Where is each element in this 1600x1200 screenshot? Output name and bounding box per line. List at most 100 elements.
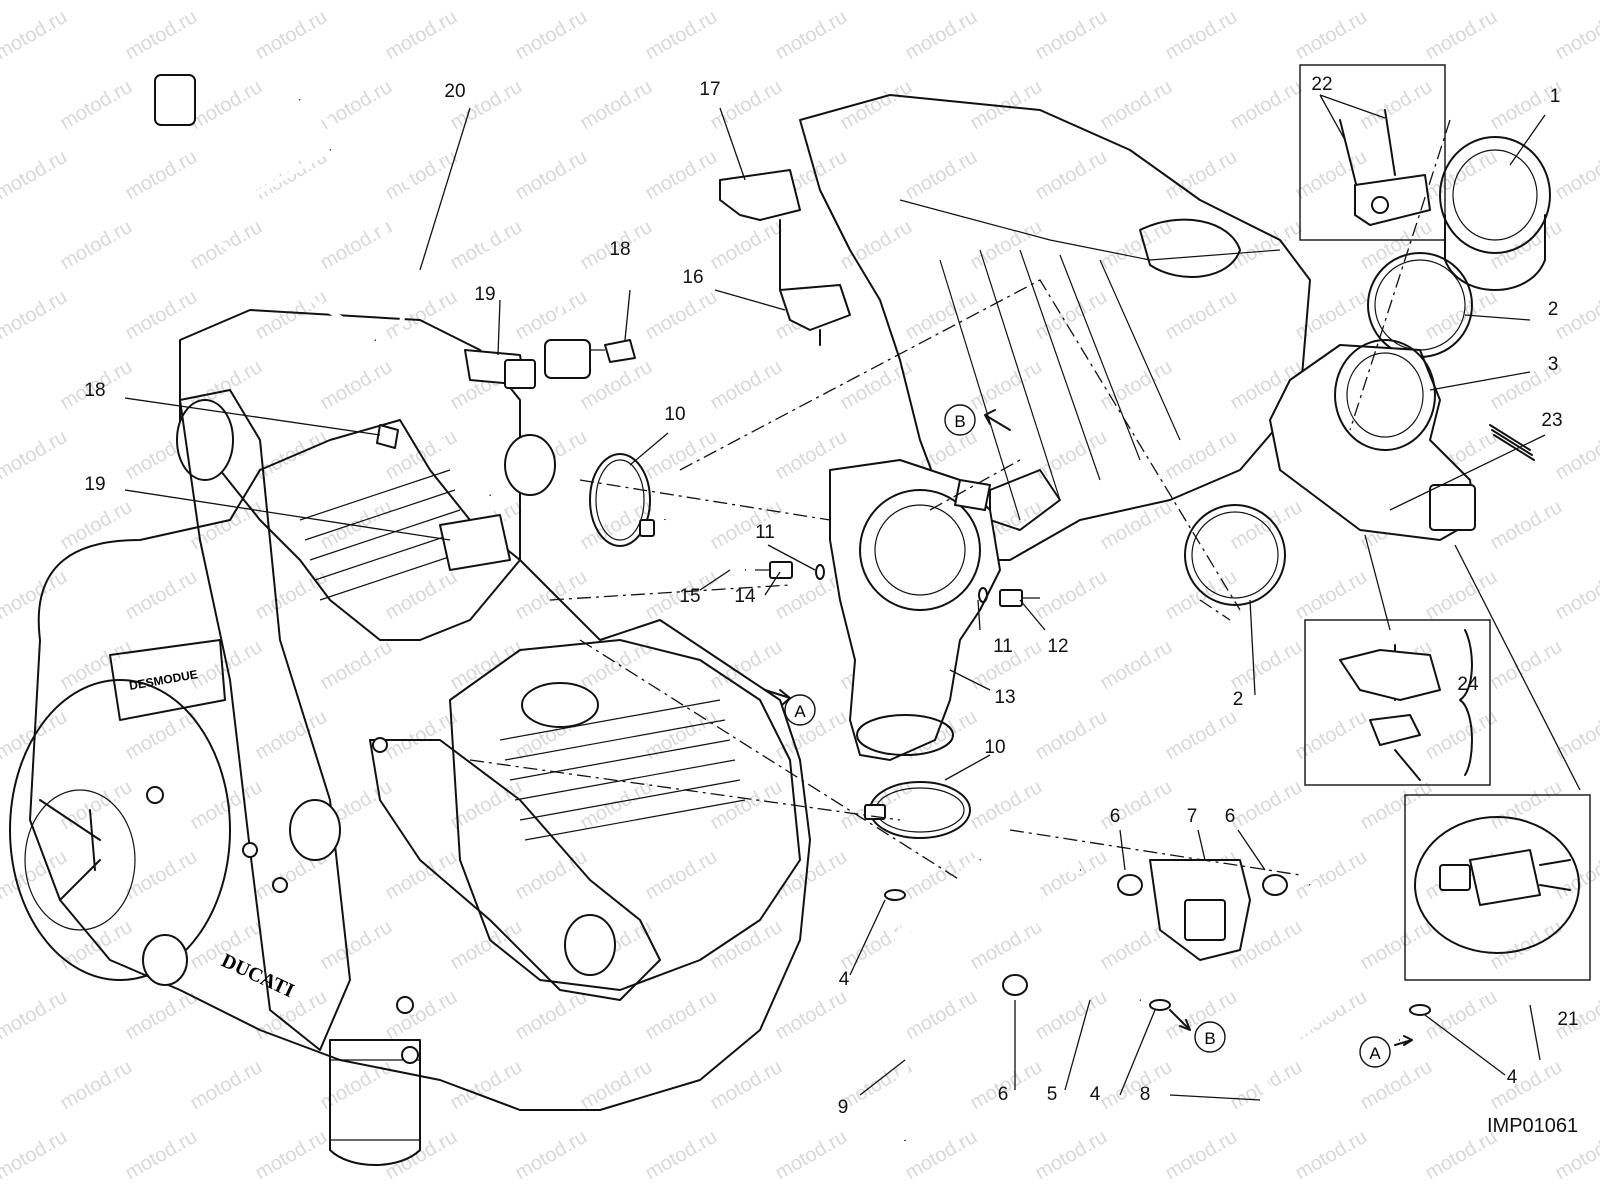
watermark-text: motod.ru bbox=[1292, 846, 1371, 905]
watermark-text: motod.ru bbox=[252, 1126, 331, 1185]
watermark-text: motod.ru bbox=[1422, 6, 1501, 65]
intake-manifold-13 bbox=[829, 459, 1001, 761]
watermark-text: motod.ru bbox=[317, 356, 396, 415]
callout-19-a: 19 bbox=[474, 284, 495, 305]
watermark-text: motod.ru bbox=[642, 286, 721, 345]
screw-upper bbox=[590, 339, 636, 363]
watermark-text: motod.ru bbox=[447, 636, 526, 695]
watermark-text: motod.ru bbox=[122, 146, 201, 205]
engine-plate-logo: DESMODUE bbox=[128, 667, 199, 693]
watermark-text: motod.ru bbox=[1162, 706, 1241, 765]
watermark-text: motod.ru bbox=[0, 986, 71, 1045]
watermark-text: motod.ru bbox=[252, 566, 331, 625]
watermark-text: motod.ru bbox=[512, 1126, 591, 1185]
callout-23: 23 bbox=[1541, 410, 1562, 431]
drawing-code: IMP01061 bbox=[1487, 1115, 1578, 1137]
watermark-text: motod.ru bbox=[642, 6, 721, 65]
watermark-text: motod.ru bbox=[1097, 76, 1176, 135]
watermark-text: motod.ru bbox=[382, 566, 461, 625]
watermark-text: motod.ru bbox=[382, 706, 461, 765]
watermark-text: motod.ru bbox=[0, 6, 71, 65]
injector-lower bbox=[439, 514, 511, 571]
watermark-text: motod.ru bbox=[187, 1056, 266, 1115]
watermark-text: motod.ru bbox=[1357, 916, 1436, 975]
watermark-text: motod.ru bbox=[1097, 1056, 1176, 1115]
watermark-text: motod.ru bbox=[512, 146, 591, 205]
watermark-text: motod.ru bbox=[382, 846, 461, 905]
callout-2-a: 2 bbox=[1548, 299, 1559, 320]
callout-24: 24 bbox=[1457, 674, 1479, 695]
callout-5: 5 bbox=[1047, 1084, 1058, 1105]
watermark-text: motod.ru bbox=[512, 846, 591, 905]
callout-13: 13 bbox=[994, 687, 1015, 708]
inset-box-21 bbox=[1404, 794, 1591, 981]
watermark-text: motod.ru bbox=[1162, 6, 1241, 65]
callout-12: 12 bbox=[1047, 636, 1068, 657]
watermark-text: motod.ru bbox=[1097, 356, 1176, 415]
watermark-text: motod.ru bbox=[1097, 776, 1176, 835]
watermark-text: motod.ru bbox=[1487, 776, 1566, 835]
sensor-12 bbox=[999, 589, 1040, 607]
watermark-text: motod.ru bbox=[512, 986, 591, 1045]
watermark-text: motod.ru bbox=[1162, 566, 1241, 625]
watermark-text: motod.ru bbox=[1162, 146, 1241, 205]
intake-funnel-1 bbox=[1439, 136, 1551, 291]
watermark-text: motod.ru bbox=[0, 1126, 71, 1185]
watermark-text: motod.ru bbox=[1032, 6, 1111, 65]
watermark-text: motod.ru bbox=[1487, 496, 1566, 555]
watermark-text: motod.ru bbox=[1357, 76, 1436, 135]
watermark-text: motod.ru bbox=[317, 916, 396, 975]
watermark-text: motod.ru bbox=[57, 76, 136, 135]
assembly-dash-lines bbox=[469, 119, 1451, 881]
callout-20: 20 bbox=[444, 81, 465, 102]
callout-3: 3 bbox=[1548, 354, 1559, 375]
connector-marker-a-1: A bbox=[794, 702, 806, 721]
watermark-text: motod.ru bbox=[1292, 6, 1371, 65]
spring-clips-4 bbox=[884, 889, 1431, 1016]
callout-9: 9 bbox=[838, 1097, 849, 1118]
watermark-text: motod.ru bbox=[382, 986, 461, 1045]
ducati-logo: DUCATI bbox=[218, 950, 298, 1003]
watermark-text: motod.ru bbox=[1292, 1126, 1371, 1185]
watermark-text: motod.ru bbox=[1032, 146, 1111, 205]
watermark-text: motod.ru bbox=[707, 636, 786, 695]
clamp-2-lower bbox=[1184, 504, 1286, 606]
watermark-text: motod.ru bbox=[122, 1126, 201, 1185]
watermark-text: motod.ru bbox=[1032, 706, 1111, 765]
watermark-text: motod.ru bbox=[1552, 566, 1600, 625]
hose-9 bbox=[894, 856, 984, 1141]
watermark-text: motod.ru bbox=[967, 916, 1046, 975]
watermark-text: motod.ru bbox=[1422, 566, 1501, 625]
watermark-text: motod.ru bbox=[1227, 636, 1306, 695]
clamp-10-upper bbox=[589, 453, 655, 547]
watermark-text: motod.ru bbox=[1097, 216, 1176, 275]
callout-4-c: 4 bbox=[1507, 1067, 1518, 1088]
map-sensor-17 bbox=[719, 169, 801, 291]
watermark-text: motod.ru bbox=[252, 286, 331, 345]
watermark-text: motod.ru bbox=[252, 6, 331, 65]
watermark-text: motod.ru bbox=[772, 6, 851, 65]
callout-6-a: 6 bbox=[1110, 806, 1121, 827]
vacuum-hose-15 bbox=[662, 519, 746, 573]
connector-marker-a-2: A bbox=[1369, 1044, 1381, 1063]
leader-lines bbox=[124, 94, 1581, 1101]
watermark-text: motod.ru bbox=[512, 6, 591, 65]
watermark-text: motod.ru bbox=[317, 76, 396, 135]
watermark-text: motod.ru bbox=[642, 146, 721, 205]
watermark-text: motod.ru bbox=[902, 6, 981, 65]
watermark-text: motod.ru bbox=[382, 6, 461, 65]
clamp-10-lower bbox=[864, 781, 971, 839]
watermark-text: motod.ru bbox=[1552, 146, 1600, 205]
watermark-text: motod.ru bbox=[317, 216, 396, 275]
sensor-bracket-16 bbox=[779, 284, 851, 346]
watermark-text: motod.ru bbox=[1552, 6, 1600, 65]
watermark-text: motod.ru bbox=[967, 216, 1046, 275]
injector-upper bbox=[464, 349, 536, 389]
watermark-text: motod.ru bbox=[902, 286, 981, 345]
watermark-text: motod.ru bbox=[1487, 1056, 1566, 1115]
inset-box-24 bbox=[1304, 619, 1491, 786]
callout-6-b: 6 bbox=[1225, 806, 1236, 827]
watermark-text: motod.ru bbox=[122, 566, 201, 625]
watermark-text: motod.ru bbox=[1227, 776, 1306, 835]
